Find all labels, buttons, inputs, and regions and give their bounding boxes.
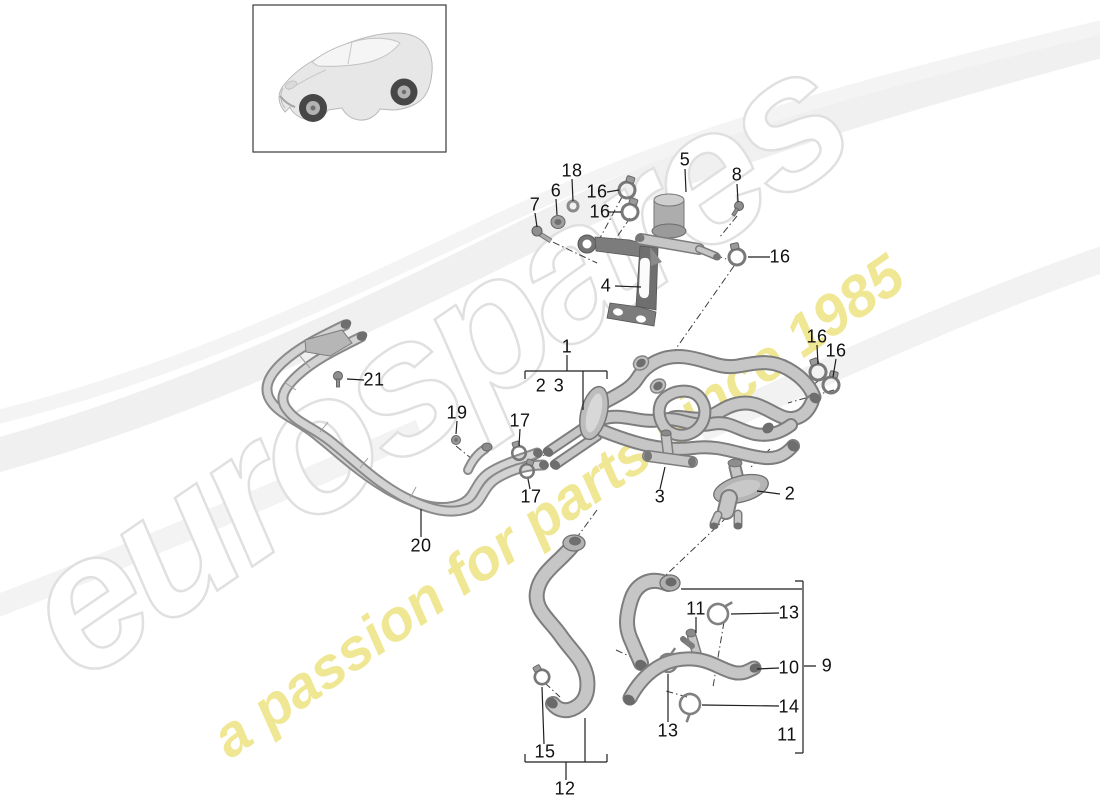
part-label-2: 2 <box>535 375 547 396</box>
part-label-13: 13 <box>657 720 679 741</box>
part-label-9: 9 <box>821 655 833 676</box>
part-10-hose <box>622 651 762 706</box>
part-label-20: 20 <box>410 535 432 556</box>
part-label-10: 10 <box>778 657 800 678</box>
clamp-13-icon <box>705 597 734 628</box>
part-label-12: 12 <box>554 778 576 799</box>
part-label-19: 19 <box>446 402 468 423</box>
part-label-16: 16 <box>586 181 608 202</box>
part-label-1: 1 <box>561 336 573 357</box>
part-20-pipes <box>261 319 549 517</box>
vehicle-thumbnail <box>252 4 447 153</box>
callout-lines <box>346 168 837 780</box>
clamp-14-icon <box>673 689 707 724</box>
part-label-8: 8 <box>731 164 743 185</box>
part-label-14: 14 <box>778 696 800 717</box>
part-label-17: 17 <box>520 486 542 507</box>
part-9-hose <box>619 572 681 671</box>
part-label-6: 6 <box>550 180 562 201</box>
part-label-17: 17 <box>509 410 531 431</box>
part-19-nut <box>451 435 461 445</box>
part-label-2: 2 <box>784 483 796 504</box>
part-label-5: 5 <box>679 149 691 170</box>
part-1-hose-assembly <box>542 348 822 470</box>
part-label-21: 21 <box>363 369 385 390</box>
part-7-bolt <box>531 225 553 244</box>
part-label-11: 11 <box>777 724 797 745</box>
part-label-16: 16 <box>825 340 847 361</box>
part-6-grommet <box>550 215 566 229</box>
part-label-16: 16 <box>806 326 828 347</box>
part-label-18: 18 <box>561 160 583 181</box>
part-label-15: 15 <box>534 741 556 762</box>
part-2-valve <box>709 458 769 530</box>
part-label-3: 3 <box>654 486 666 507</box>
part-label-16: 16 <box>769 246 791 267</box>
part-label-4: 4 <box>600 275 612 296</box>
part-label-13: 13 <box>778 602 800 623</box>
car-suv-icon <box>278 32 433 122</box>
part-label-3: 3 <box>553 375 565 396</box>
part-label-7: 7 <box>529 194 541 215</box>
part-label-11: 11 <box>686 598 706 619</box>
part-12-hose <box>528 534 596 719</box>
part-5-valve <box>635 193 721 266</box>
part-3-tee <box>642 429 698 468</box>
clamp-15-icon <box>528 661 554 689</box>
part-label-16: 16 <box>589 201 611 222</box>
